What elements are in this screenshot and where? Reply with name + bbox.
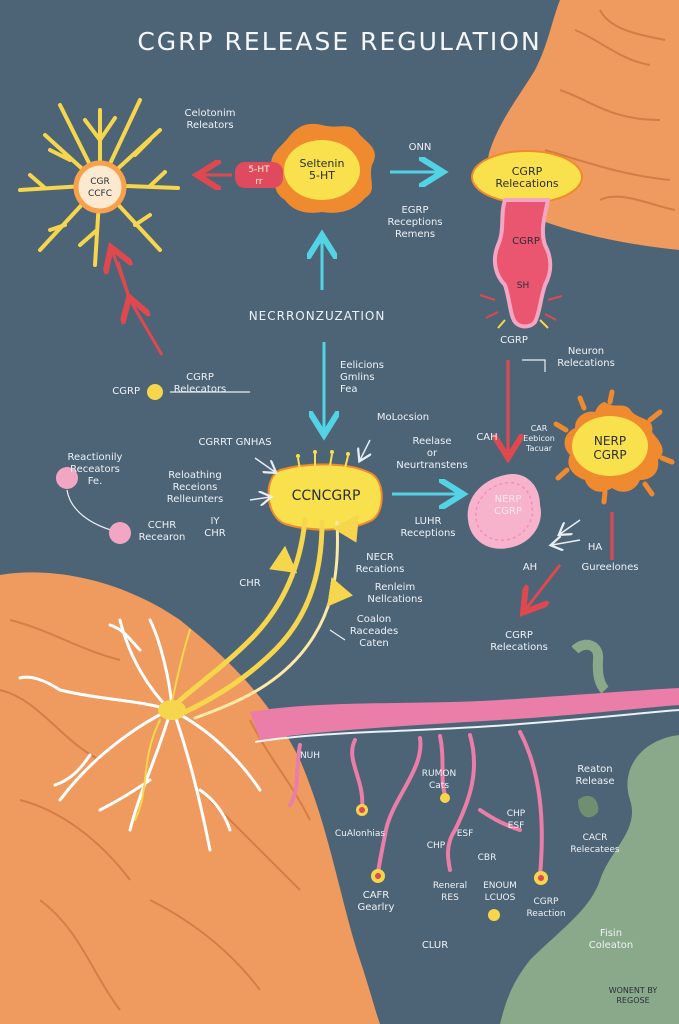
label-cgrp-reaction: CGRP Reaction xyxy=(526,897,566,919)
label-car: CAR Eebicon Tacuar xyxy=(523,424,555,453)
label-cgr-cell: CGR CCFC xyxy=(87,177,113,199)
label-iy-chr: IY CHR xyxy=(204,516,226,539)
tissue-green xyxy=(500,735,679,1024)
label-fisin: Fisin Coleaton xyxy=(588,928,634,951)
label-cualonhias: CuAlonhias xyxy=(334,829,386,839)
label-coalon: Coalon Raceades Caten xyxy=(349,614,399,649)
receptor-dot-2 xyxy=(109,522,131,544)
label-cafr: CAFR Gearlry xyxy=(357,890,395,913)
label-enoum: ENOUM LCUOS xyxy=(483,881,517,903)
nerp-sun xyxy=(553,389,675,505)
label-chp-esf: CHP ESF xyxy=(506,809,526,831)
label-gureelones: Gureelones xyxy=(581,562,639,573)
label-renleim: Renleim Nellcations xyxy=(367,582,423,605)
label-sh: SH xyxy=(516,281,530,291)
label-cacr: CACR Relecatees xyxy=(570,833,620,855)
label-reactionily: Reactionily Receators Fe. xyxy=(67,452,123,487)
label-cgrp-right: CGRP xyxy=(500,335,528,346)
label-necr-recations: NECR Recations xyxy=(355,552,405,575)
label-nerp-blob: NERP CGRP xyxy=(494,494,522,517)
label-cgrp-neck: CGRP xyxy=(512,236,540,247)
label-luhr: LUHR Receptions xyxy=(400,516,456,539)
label-nuh: NUH xyxy=(299,751,321,761)
label-cgrp-relecations-bottom: CGRP Relecations xyxy=(490,630,548,653)
label-reloathing: Reloathing Receions Relleunters xyxy=(166,470,224,505)
receptor-dot-1 xyxy=(56,467,78,489)
signature: WONENT BY REGOSE xyxy=(608,986,658,1005)
label-ccncgrp: CCNCGRP xyxy=(291,488,361,504)
label-rumon: RUMON Cats xyxy=(421,769,457,791)
blood-vessel xyxy=(250,688,679,740)
tissue-bottom-left xyxy=(0,572,380,1024)
label-egrp: EGRP Receptions Remens xyxy=(387,205,443,240)
label-cgrp-top: CGRP Relecations xyxy=(495,165,559,190)
central-node xyxy=(267,450,383,531)
label-ah: AH xyxy=(522,562,538,573)
sht-capsule xyxy=(235,162,283,188)
label-neuron-relecations: Neuron Relecations xyxy=(557,346,615,369)
diagram-title: CGRP RELEASE REGULATION xyxy=(137,27,542,56)
serotonin-cell xyxy=(271,123,375,213)
label-reaton: Reaton Release xyxy=(575,764,615,787)
cgrp-cell-top xyxy=(471,150,583,329)
label-cgrrt-gnhas: CGRRT GNHAS xyxy=(198,437,272,448)
label-cah: CAH xyxy=(476,432,498,443)
label-nerp-sun: NERP CGRP xyxy=(593,434,627,462)
label-ha: HA xyxy=(587,542,603,553)
label-serotonin: Seltenin 5-HT xyxy=(299,157,345,182)
label-necronization: NECRRONZUZATION xyxy=(248,309,386,323)
label-5ht-small: 5-HT rr xyxy=(248,165,270,187)
label-molocsion: MoLocsion xyxy=(376,412,430,423)
label-celotonim: Celotonim Releators xyxy=(184,108,236,131)
label-chr: CHR xyxy=(239,578,261,589)
label-reneral: Reneral RES xyxy=(432,881,468,903)
label-esf: ESF xyxy=(456,829,474,839)
receptor-dot-yellow xyxy=(147,384,163,400)
label-cgrp-relecators: CGRP Relecators xyxy=(173,372,227,395)
label-cgrp-left: CGRP xyxy=(112,386,140,397)
label-cbr: CBR xyxy=(477,853,497,863)
nerp-blob xyxy=(467,474,541,549)
label-cchr: CCHR Recearon xyxy=(138,520,186,543)
label-onn: ONN xyxy=(408,142,432,153)
label-release: Reelase or Neurtranstens xyxy=(396,436,468,471)
label-eelicions: Eelicions Gmlins Fea xyxy=(340,360,384,395)
label-clur: CLUR xyxy=(421,940,449,951)
label-chp: CHP xyxy=(426,841,446,851)
